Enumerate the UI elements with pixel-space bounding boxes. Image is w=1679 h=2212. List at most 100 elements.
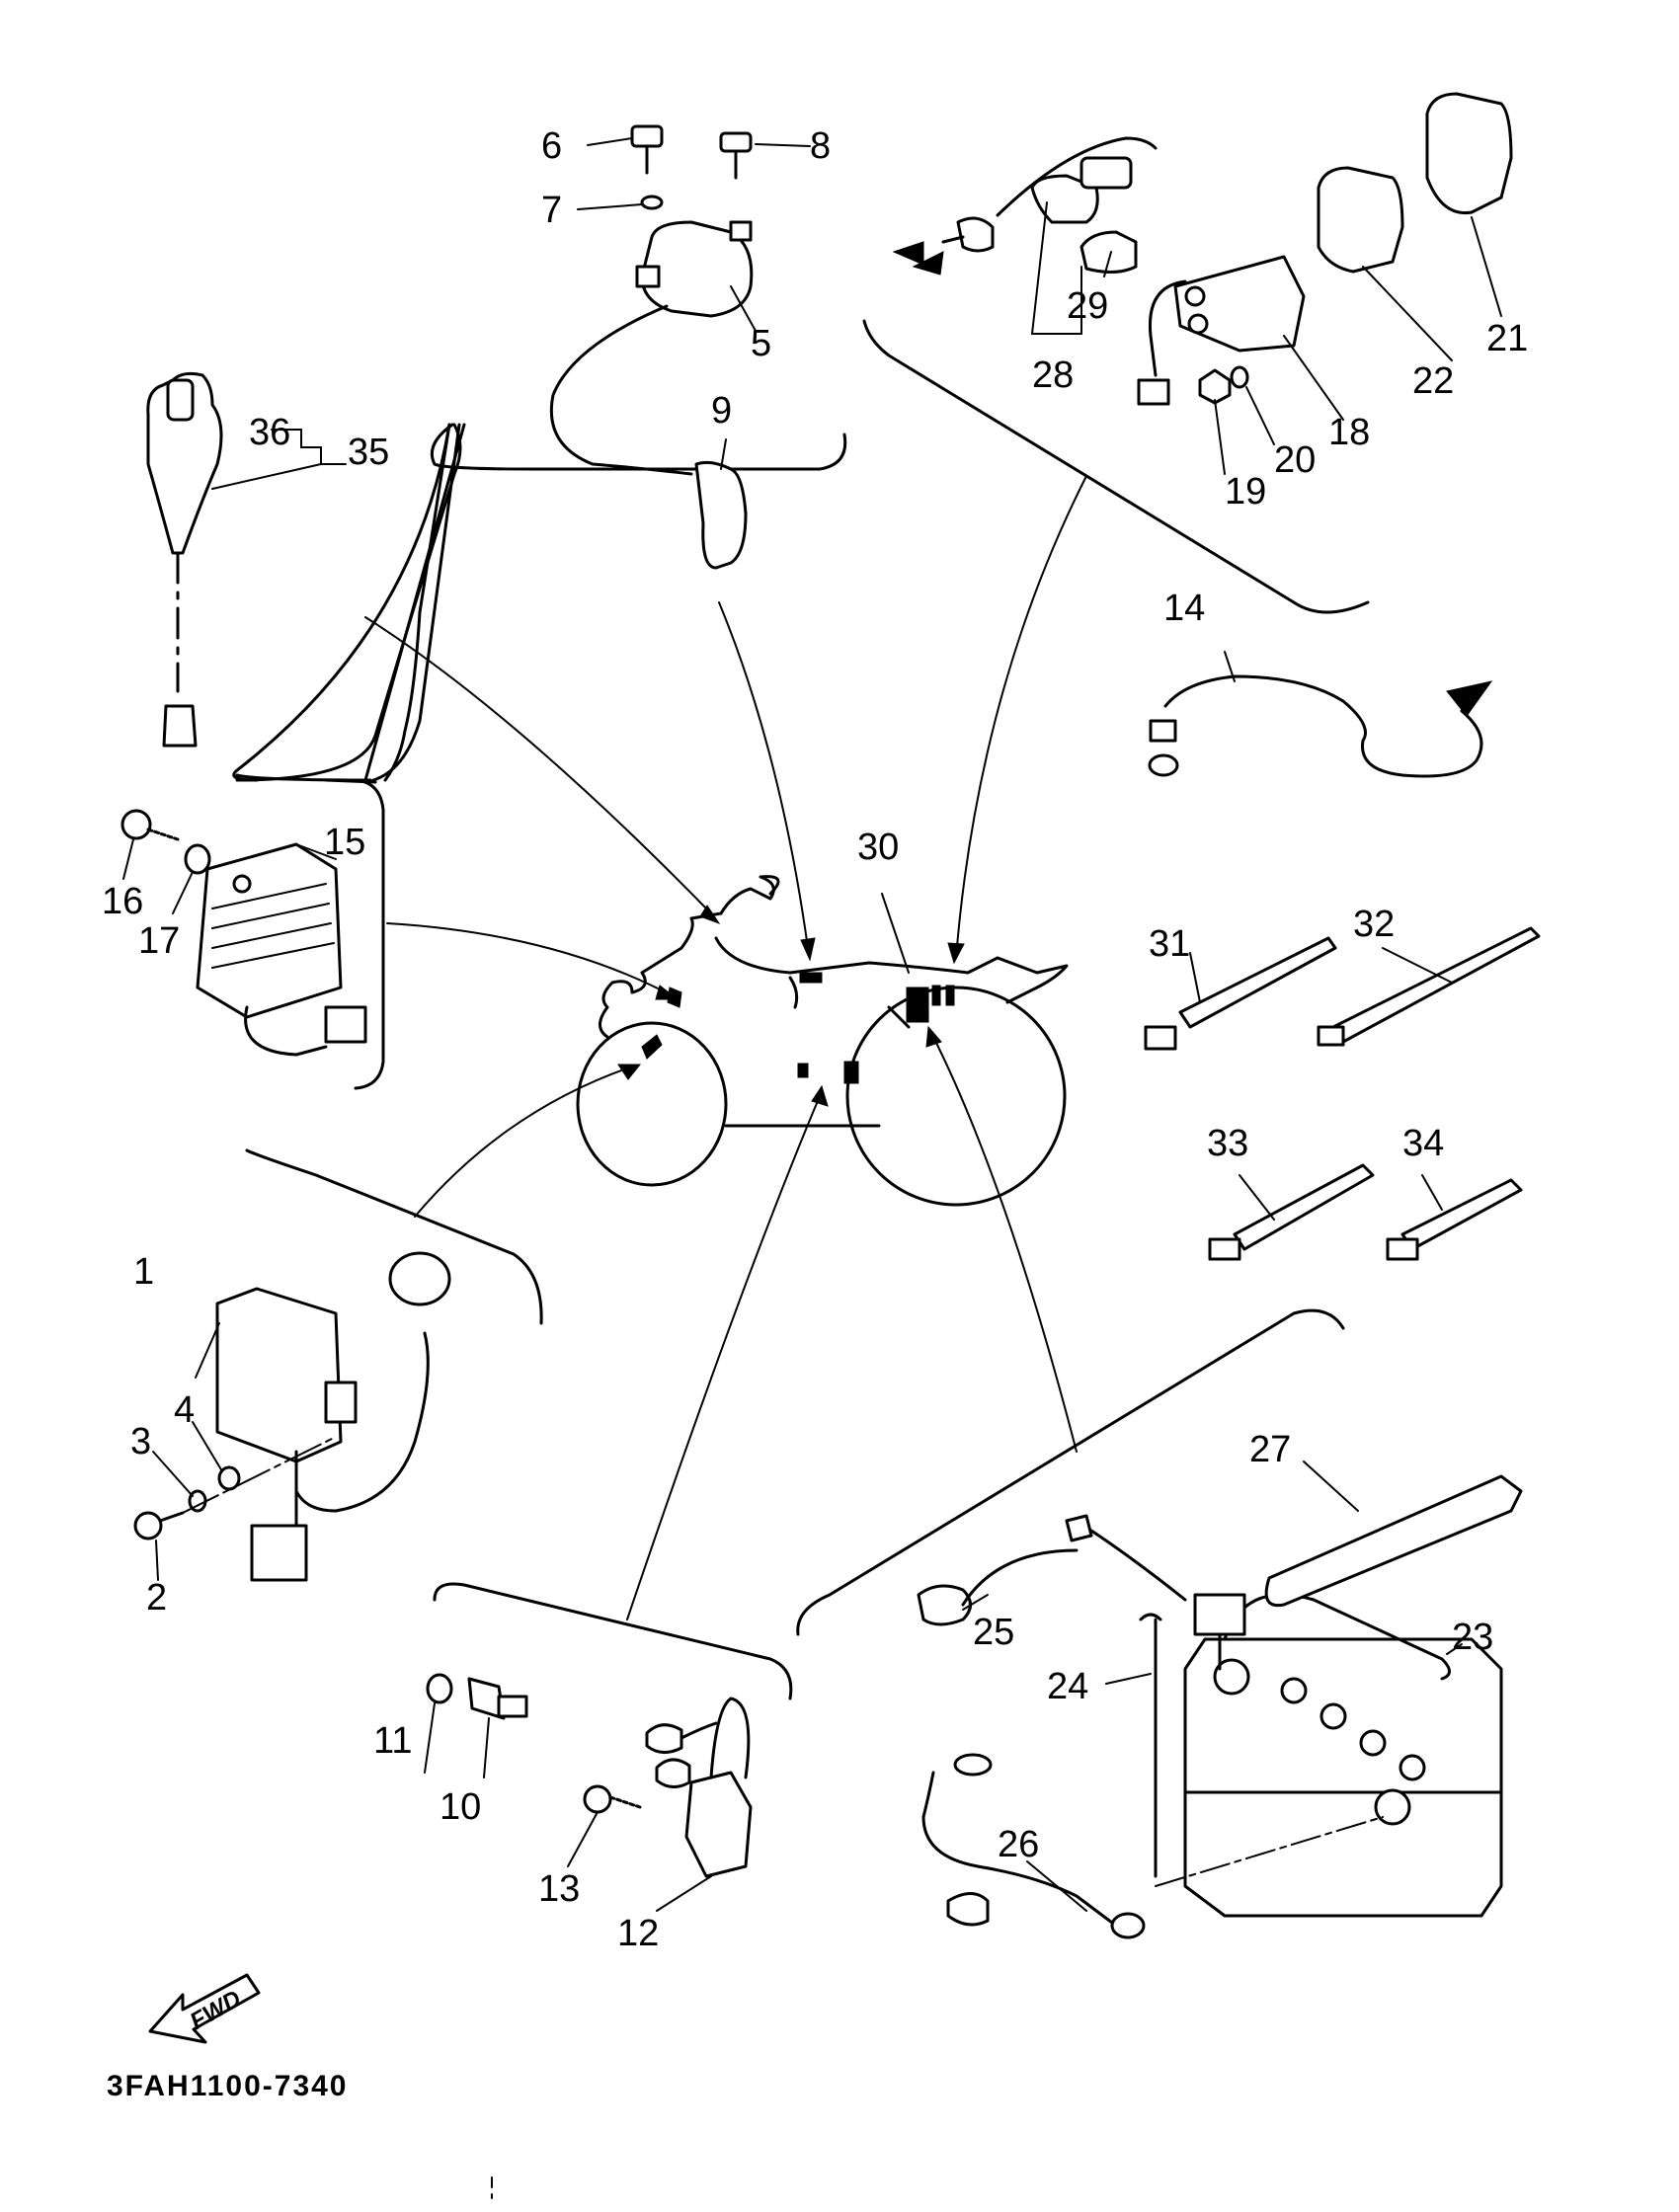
callout-33: 33 xyxy=(1207,1123,1248,1164)
speed-sensor-12 xyxy=(684,1771,753,1878)
fuse-holder-connector xyxy=(956,216,995,253)
leader-32 xyxy=(1382,947,1453,984)
leader-23 xyxy=(1446,1643,1463,1655)
callout-26: 26 xyxy=(998,1824,1039,1865)
battery-band-27 xyxy=(1264,1474,1523,1608)
leader-24 xyxy=(1105,1673,1152,1685)
battery-23 xyxy=(1183,1637,1503,1918)
leader-3 xyxy=(152,1451,194,1497)
leader-battery xyxy=(932,1036,1078,1453)
callout-17: 17 xyxy=(138,920,180,962)
callout-8: 8 xyxy=(810,125,831,167)
terminal-neg xyxy=(1374,1788,1411,1826)
hightension-lead xyxy=(549,304,693,476)
leader-13 xyxy=(567,1811,599,1867)
leader-26 xyxy=(1026,1860,1087,1912)
nut-19 xyxy=(1198,368,1232,405)
leader-9 xyxy=(720,438,727,470)
fuse-holder-28 xyxy=(1030,174,1099,224)
sub-wire-harness-14 xyxy=(1148,674,1493,778)
leader-36 xyxy=(271,429,302,448)
relay-connector xyxy=(1137,378,1170,406)
leader-10 xyxy=(483,1717,490,1778)
callout-35: 35 xyxy=(348,432,389,473)
switch-connector xyxy=(162,704,198,748)
leader-16 xyxy=(122,838,134,880)
bracket-switch-curve xyxy=(371,423,461,782)
callout-leaders xyxy=(122,137,1502,1912)
leader-8 xyxy=(755,143,811,147)
bracket-key-top xyxy=(452,423,462,476)
leader-34 xyxy=(1421,1174,1443,1211)
leader-33 xyxy=(1239,1174,1275,1221)
callout-16: 16 xyxy=(102,881,143,922)
rectifier-assembly xyxy=(120,809,367,1057)
connector-tip-1 xyxy=(892,241,924,266)
leader-arrowhead xyxy=(811,1084,829,1107)
battery-cap-2 xyxy=(1319,1702,1347,1730)
negative-cable-boot xyxy=(946,1892,990,1927)
cdi-unit-1 xyxy=(215,1287,343,1463)
leader-19 xyxy=(1214,399,1226,475)
leader-27 xyxy=(1303,1461,1359,1512)
cable-lug xyxy=(1065,1514,1093,1542)
leader-arrowhead xyxy=(947,942,965,965)
leader-29 xyxy=(1103,251,1112,277)
battery-cap-4 xyxy=(1399,1754,1426,1781)
relay-22 xyxy=(1317,166,1404,274)
callout-9: 9 xyxy=(711,390,732,432)
cable-tie-31 xyxy=(1178,936,1337,1029)
neutral-switch-hex xyxy=(497,1695,528,1718)
cable-tie-33-head xyxy=(1208,1237,1241,1261)
leader-35-36-bracket xyxy=(300,446,347,465)
screw-16-shank xyxy=(146,828,180,841)
relay-cover-21 xyxy=(1425,92,1513,215)
leader-21 xyxy=(1471,216,1502,317)
leader-25 xyxy=(962,1594,989,1611)
callout-3: 3 xyxy=(130,1421,151,1462)
leader-arrowhead xyxy=(617,1064,642,1080)
battery-guide xyxy=(1155,1816,1384,1887)
negative-cable-ring xyxy=(1110,1912,1146,1939)
callout-11: 11 xyxy=(373,1720,412,1762)
harness-connector xyxy=(1149,719,1177,743)
sensor-wire xyxy=(709,1697,751,1779)
bracket-switch-neutral xyxy=(433,1582,793,1700)
callout-5: 5 xyxy=(751,323,771,364)
washer-20 xyxy=(1230,365,1249,389)
main-switch-assembly xyxy=(146,371,223,748)
leader-15 xyxy=(295,843,337,860)
callout-23: 23 xyxy=(1452,1617,1493,1658)
leader-rectifier xyxy=(386,922,673,996)
leader-arrowhead xyxy=(925,1025,942,1048)
ignition-coil-assembly xyxy=(549,124,754,570)
relay-terminal-2 xyxy=(1187,313,1209,335)
ignition-coil-5 xyxy=(640,220,754,318)
leader-5 xyxy=(730,285,757,332)
relay-mark-2 xyxy=(931,985,941,1006)
connector-tip-2 xyxy=(912,251,944,276)
bolt-6-head xyxy=(630,124,664,148)
cdi-mark xyxy=(641,1034,663,1060)
battery-connector xyxy=(1193,1593,1246,1636)
bracket-ignition-coil xyxy=(430,423,847,471)
cdi-connector xyxy=(250,1524,308,1582)
leader-31 xyxy=(1189,952,1201,1003)
cable-tie-34 xyxy=(1400,1178,1523,1251)
leader-lines xyxy=(364,475,1087,1620)
callout-4: 4 xyxy=(174,1389,195,1431)
relay-mark xyxy=(906,987,929,1023)
callout-2: 2 xyxy=(146,1577,167,1619)
harness-terminal xyxy=(1446,680,1493,717)
battery-assembly xyxy=(917,1474,1523,1939)
coil-mark xyxy=(799,972,823,984)
frame-mid xyxy=(887,1005,911,1029)
leader-18 xyxy=(1283,335,1344,421)
fuse-lead xyxy=(941,235,965,244)
spark-plug-cap-9 xyxy=(694,460,748,570)
sensor-lead-wire xyxy=(680,1721,718,1740)
battery-cap-1 xyxy=(1280,1677,1308,1704)
bracket-key-body xyxy=(235,472,456,782)
screw-2-head xyxy=(133,1511,163,1540)
